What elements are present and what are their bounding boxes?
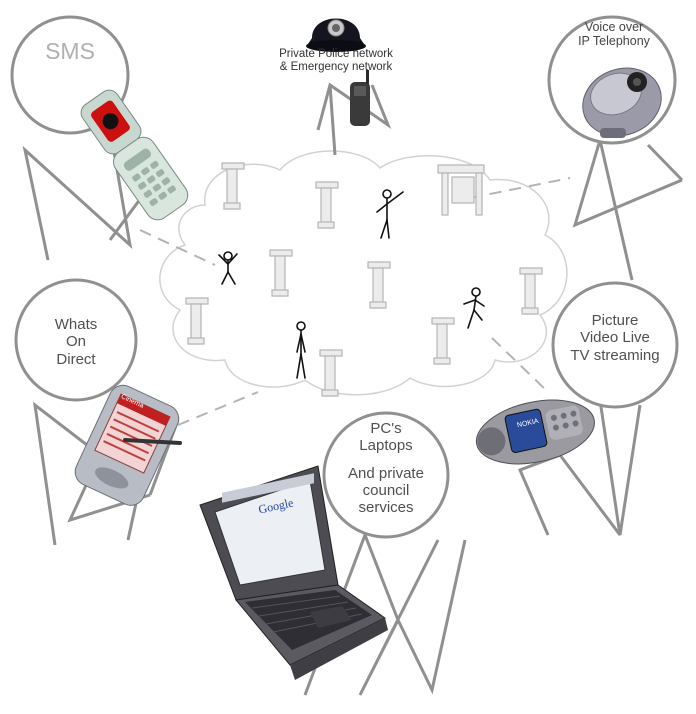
stick-figures xyxy=(218,189,485,379)
pc-label: PC's Laptops And private council service… xyxy=(336,420,436,516)
kiosk-icon xyxy=(315,181,339,229)
pc-stand xyxy=(303,530,467,696)
voip-label-line-2: IP Telephony xyxy=(578,34,650,49)
network-cloud xyxy=(159,150,568,396)
person-icon xyxy=(376,189,404,239)
connector-voip xyxy=(469,177,571,199)
connector-lines xyxy=(139,177,571,426)
whats-on-label: Whats On Direct xyxy=(36,316,116,368)
kiosk-icon xyxy=(269,249,293,297)
whats-on-label-line-1: Whats xyxy=(54,316,98,333)
picture-node xyxy=(475,281,679,536)
kiosk-icon xyxy=(185,297,209,345)
voip-stand xyxy=(572,134,684,281)
connector-whats-on xyxy=(177,391,259,426)
picture-bubble xyxy=(551,281,679,409)
radio-handset-icon xyxy=(350,70,370,126)
whats-on-bubble xyxy=(14,278,138,402)
police-label-line-2: & Emergency network xyxy=(279,61,393,74)
picture-label-line-1: Picture xyxy=(591,312,639,329)
person-icon xyxy=(463,287,485,329)
voip-node xyxy=(547,15,684,281)
police-label: Private Police network & Emergency netwo… xyxy=(262,48,410,74)
ngage-phone-icon xyxy=(475,399,595,465)
sms-node xyxy=(10,15,189,261)
pc-bubble xyxy=(322,411,450,539)
whats-on-label-line-3: Direct xyxy=(56,350,96,368)
connector-sms xyxy=(139,229,216,266)
kiosk-icon xyxy=(221,162,245,210)
person-icon xyxy=(296,321,306,379)
kiosks xyxy=(185,162,543,397)
connector-picture xyxy=(491,337,549,393)
bus-shelter-icon xyxy=(437,164,485,216)
kiosk-icon xyxy=(519,267,543,315)
pc-label-line-2: Laptops xyxy=(359,437,413,455)
picture-label-line-3: TV streaming xyxy=(570,346,660,364)
flip-phone-icon xyxy=(80,89,189,221)
picture-label-line-2: Video Live xyxy=(580,329,650,347)
kiosk-icon xyxy=(431,317,455,365)
pc-node xyxy=(199,411,467,696)
person-icon xyxy=(218,251,238,285)
sms-label: SMS xyxy=(45,38,95,64)
stylus-icon xyxy=(123,438,182,445)
whats-on-label-line-2: On xyxy=(65,333,86,351)
pc-label-line-4: council xyxy=(362,481,410,499)
pc-label-gap xyxy=(336,455,436,465)
police-node xyxy=(306,18,392,156)
police-label-line-1: Private Police network xyxy=(279,48,393,60)
pc-label-line-1: PC's xyxy=(370,420,402,437)
pc-label-line-5: services xyxy=(358,499,414,516)
voip-label: Voice over IP Telephony xyxy=(562,20,666,49)
picture-label: Picture Video Live TV streaming xyxy=(560,312,670,364)
kiosk-icon xyxy=(367,261,391,309)
police-helmet-icon xyxy=(306,18,366,52)
whats-on-node xyxy=(14,278,182,546)
laptop-icon xyxy=(199,465,388,680)
kiosk-icon xyxy=(319,349,343,397)
webcam-icon xyxy=(582,67,662,138)
pda-icon xyxy=(74,384,180,506)
voip-label-line-1: Voice over xyxy=(584,20,644,34)
pc-label-line-3: And private xyxy=(348,464,424,482)
